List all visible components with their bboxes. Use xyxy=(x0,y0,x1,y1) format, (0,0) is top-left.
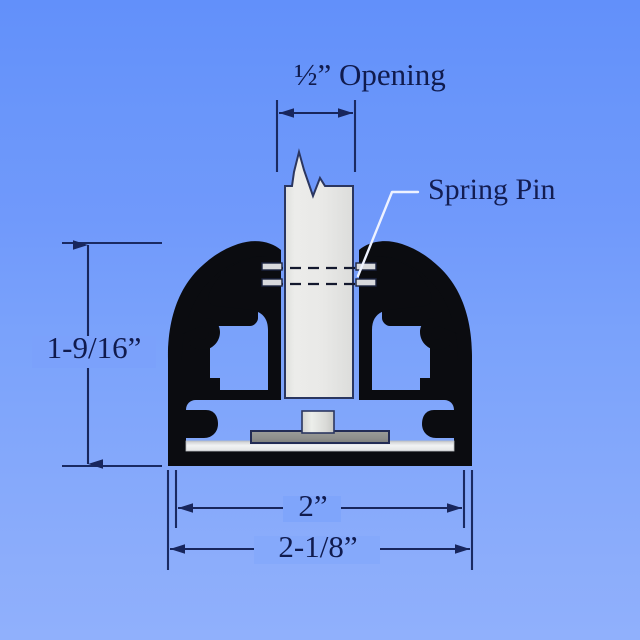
outer-width-label: 2-1/8” xyxy=(278,529,357,564)
callout-labels: Spring Pin xyxy=(428,173,556,206)
extrusion-profile xyxy=(168,241,472,466)
spring-pin xyxy=(261,262,377,287)
spring-pin-leader xyxy=(356,190,420,278)
spring-pin-label: Spring Pin xyxy=(428,173,556,206)
opening-dimension xyxy=(275,100,357,172)
height-label: 1-9/16” xyxy=(47,330,142,365)
inner-width-label: 2” xyxy=(298,488,327,523)
center-post xyxy=(284,148,354,399)
post-foot-tab xyxy=(301,410,335,434)
dimension-labels: ½” Opening 1-9/16” 2” 2-1/8” xyxy=(32,57,446,564)
opening-label: ½” Opening xyxy=(294,57,446,92)
